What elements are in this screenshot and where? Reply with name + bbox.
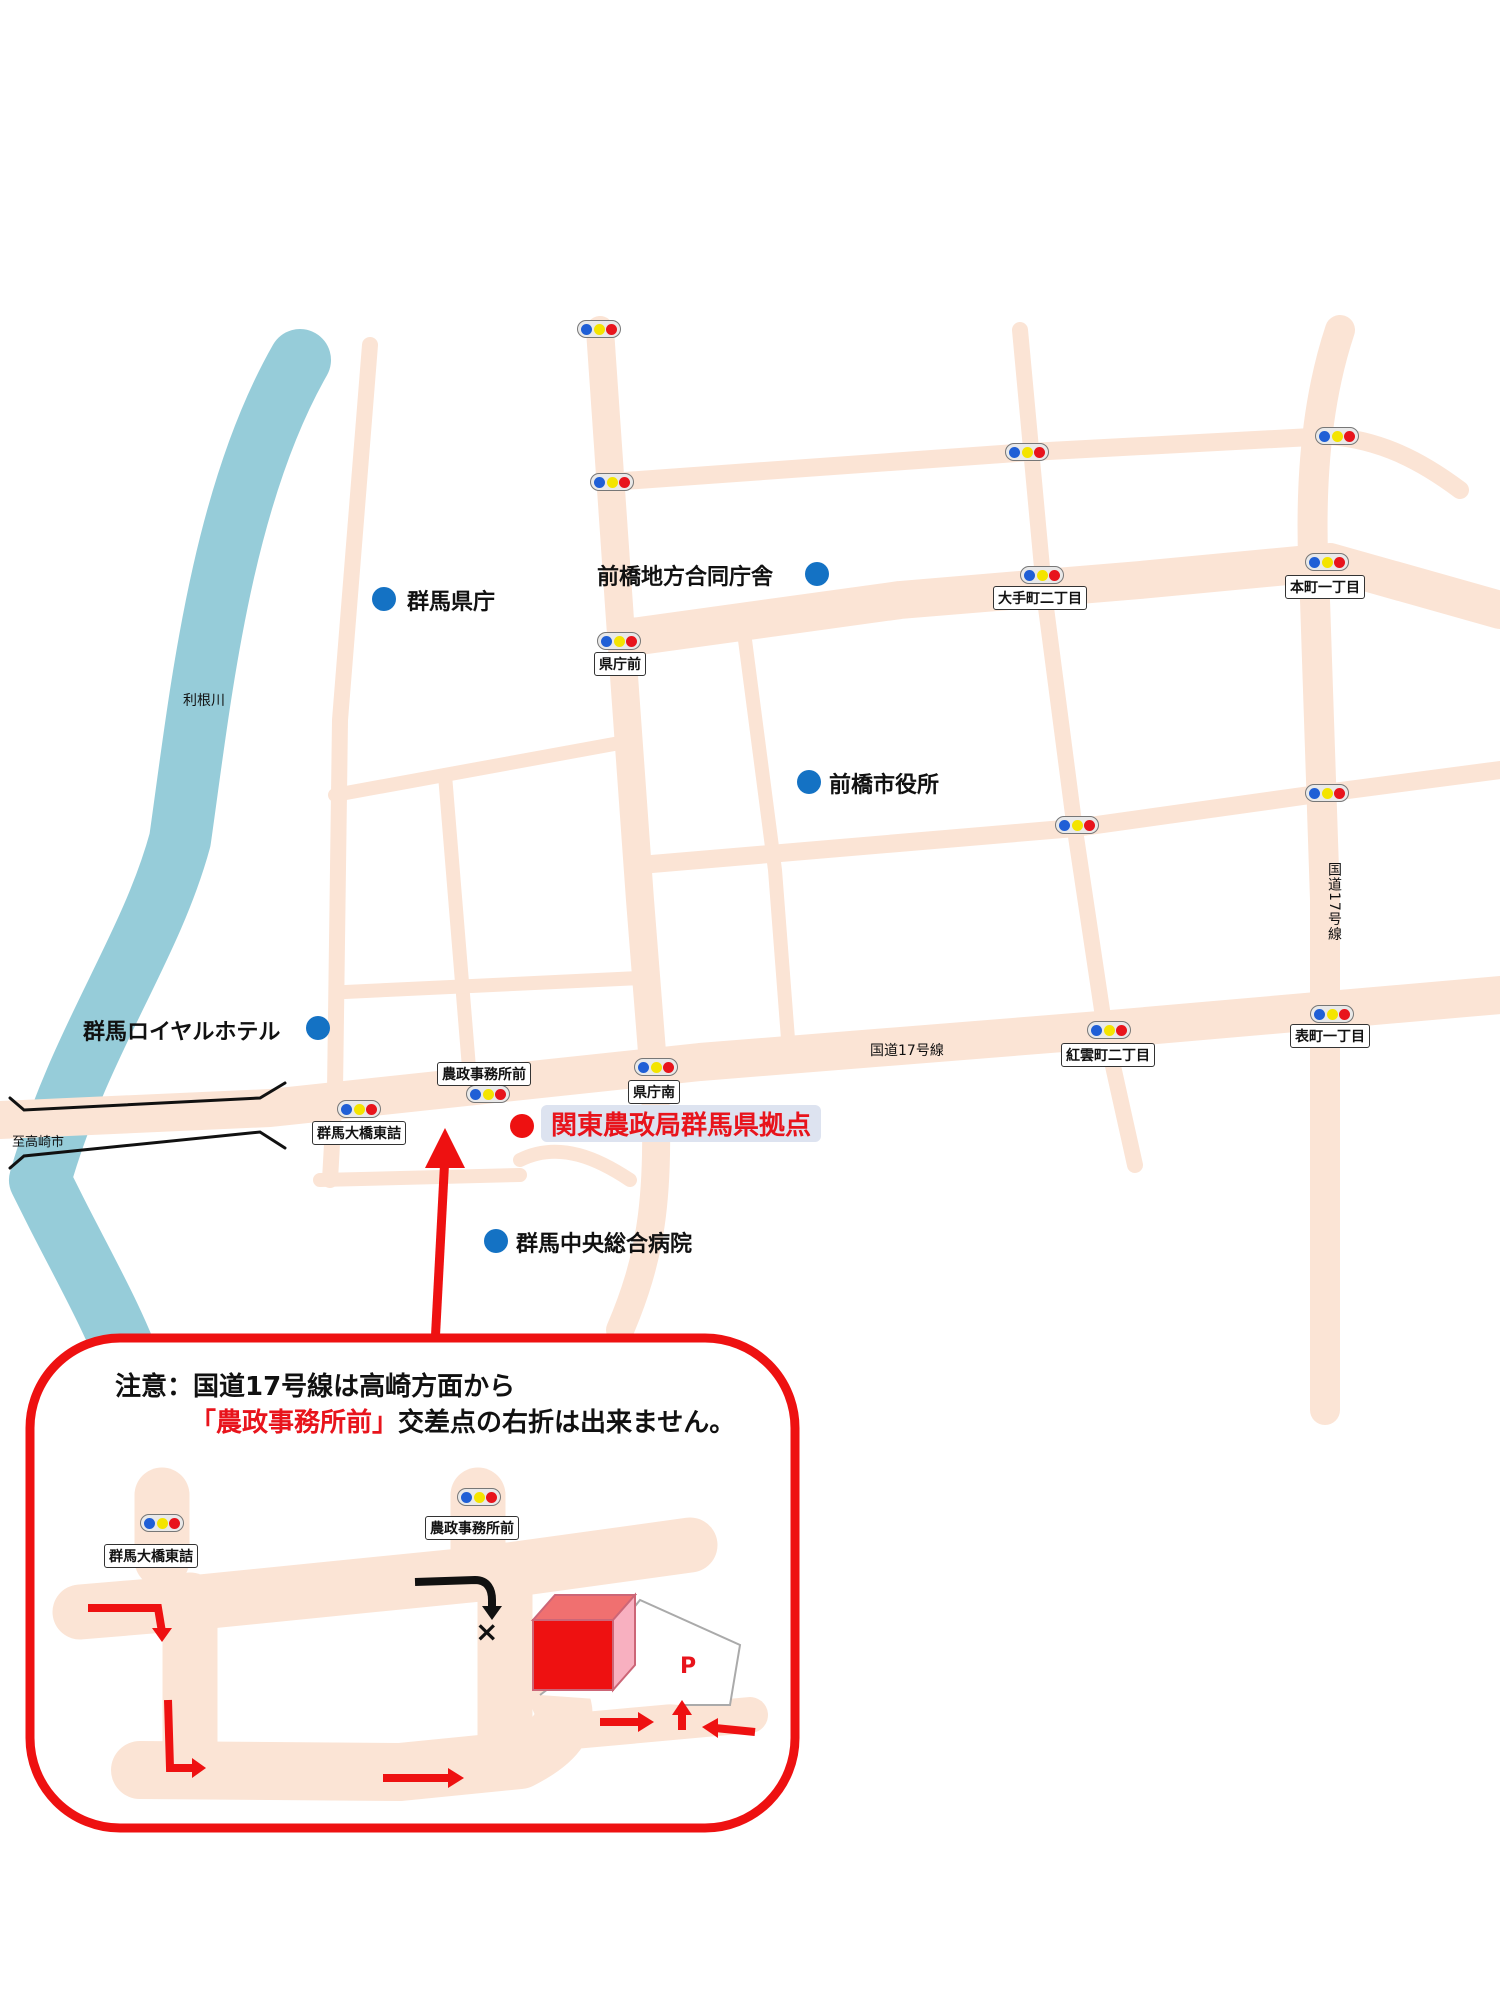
traffic-signal-icon bbox=[466, 1085, 510, 1103]
intersection-label-kenchominami: 県庁南 bbox=[628, 1080, 680, 1104]
notice-line-1: 注意：国道17号線は高崎方面から bbox=[115, 1372, 516, 1402]
route17-main-road bbox=[0, 976, 1500, 1139]
traffic-signal-icon bbox=[597, 632, 641, 650]
intersection-label-omotecho: 表町一丁目 bbox=[1290, 1024, 1370, 1048]
cityhall-horizontal-road bbox=[631, 761, 1500, 874]
middle-vertical-road bbox=[738, 633, 797, 1072]
intersection-label-otemachi: 大手町二丁目 bbox=[993, 586, 1087, 610]
left-vertical-road bbox=[322, 337, 378, 1188]
inset-arrowhead-1 bbox=[152, 1628, 172, 1642]
notice-intersection-name: 「農政事務所前」 bbox=[190, 1408, 399, 1438]
landmark-hotel: 群馬ロイヤルホテル bbox=[83, 1020, 281, 1045]
landmark-dot-icon bbox=[306, 1016, 330, 1040]
landmark-dot-icon bbox=[484, 1229, 508, 1253]
inset-signal-label-noseijimushomae: 農政事務所前 bbox=[425, 1516, 519, 1540]
forbidden-turn-shaft bbox=[414, 1575, 496, 1610]
notice-line-2-rest: 交差点の右折は出来ません。 bbox=[398, 1408, 736, 1438]
inset-arrow-2 bbox=[164, 1699, 195, 1772]
bridge-upper-line bbox=[8, 1081, 287, 1112]
river-tone bbox=[9, 329, 331, 1411]
bridge bbox=[8, 1081, 287, 1170]
traffic-signal-icon bbox=[1020, 566, 1064, 584]
to-takasaki-label: 至高崎市 bbox=[12, 1135, 65, 1150]
route-arrow-shaft bbox=[430, 1154, 450, 1346]
inset-signal-label-gunma-ohashi: 群馬大橋東詰 bbox=[104, 1544, 198, 1568]
inset-building bbox=[530, 1592, 742, 1706]
destination-access-road bbox=[513, 1144, 637, 1187]
landmark-hospital: 群馬中央総合病院 bbox=[516, 1232, 693, 1257]
inset-red-arrows bbox=[88, 1604, 756, 1782]
inset-arrow-1 bbox=[88, 1604, 166, 1633]
inset-arrow-6 bbox=[714, 1724, 756, 1736]
traffic-signal-icon bbox=[1305, 784, 1349, 802]
traffic-signal-icon bbox=[140, 1514, 184, 1532]
traffic-signal-icon bbox=[337, 1100, 381, 1118]
traffic-signal-icon bbox=[1305, 553, 1349, 571]
intersection-label-honmachi: 本町一丁目 bbox=[1285, 575, 1365, 599]
traffic-signal-icon bbox=[577, 320, 621, 338]
landmark-dot-icon bbox=[805, 562, 829, 586]
intersection-label-kenchomae: 県庁前 bbox=[594, 652, 646, 676]
route-arrow bbox=[425, 1128, 465, 1346]
west-horizontal-road-2 bbox=[338, 971, 647, 999]
forbidden-turn-head bbox=[482, 1606, 502, 1620]
destination-marker-icon bbox=[510, 1114, 534, 1138]
no-right-turn-mark-icon: × bbox=[475, 1615, 499, 1648]
route17-vertical-label: 国道17号線 bbox=[1326, 862, 1342, 942]
west-horizontal-road-1 bbox=[328, 735, 632, 802]
inset-arrowhead-6 bbox=[702, 1718, 718, 1738]
bridge-lower-line bbox=[8, 1130, 287, 1170]
inset-arrowhead-5 bbox=[672, 1700, 692, 1715]
landmark-prefecture-office: 群馬県庁 bbox=[407, 590, 496, 615]
inset-arrowhead-4 bbox=[638, 1712, 654, 1732]
traffic-signal-icon bbox=[457, 1488, 501, 1506]
destination-label: 関東農政局群馬県拠点 bbox=[541, 1105, 822, 1142]
traffic-signal-icon bbox=[1087, 1021, 1131, 1039]
river-label: 利根川 bbox=[183, 693, 225, 709]
building-side bbox=[612, 1592, 636, 1693]
traffic-signal-icon bbox=[1005, 443, 1049, 461]
landmark-dot-icon bbox=[797, 770, 821, 794]
intersection-label-koun: 紅雲町二丁目 bbox=[1061, 1043, 1155, 1067]
inset-forbidden-turn-arrow bbox=[414, 1575, 502, 1620]
inset-arrowhead-3 bbox=[448, 1768, 464, 1788]
west-vertical-road bbox=[438, 768, 477, 1087]
inset-red-arrowheads bbox=[152, 1628, 718, 1788]
landmark-dot-icon bbox=[372, 587, 396, 611]
otemachi-avenue bbox=[606, 543, 1500, 657]
traffic-signal-icon bbox=[634, 1058, 678, 1076]
landmark-joint-office: 前橋地方合同庁舎 bbox=[597, 565, 774, 590]
route-arrow-head bbox=[425, 1128, 465, 1168]
route17-label: 国道17号線 bbox=[870, 1043, 944, 1059]
landmark-city-hall: 前橋市役所 bbox=[829, 773, 940, 798]
traffic-signal-icon bbox=[1310, 1005, 1354, 1023]
building-front bbox=[532, 1619, 614, 1691]
parking-label: P bbox=[680, 1654, 697, 1679]
traffic-signal-icon bbox=[1315, 427, 1359, 445]
intersection-label-noseijimushomae: 農政事務所前 bbox=[437, 1062, 531, 1086]
lower-connector-road bbox=[313, 1168, 527, 1187]
notice-line-2: 「農政事務所前」交差点の右折は出来ません。 bbox=[190, 1402, 735, 1439]
inset-arrowhead-2 bbox=[192, 1758, 206, 1778]
traffic-signal-icon bbox=[1055, 816, 1099, 834]
traffic-signal-icon bbox=[590, 473, 634, 491]
intersection-label-gunma-ohashi: 群馬大橋東詰 bbox=[312, 1121, 406, 1145]
